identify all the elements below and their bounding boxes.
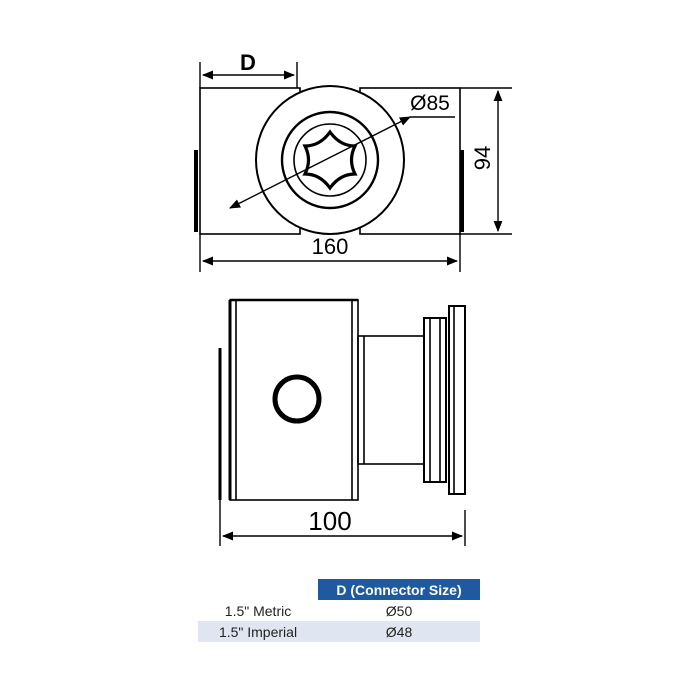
- dim-width: [199, 234, 461, 272]
- dim-depth: [219, 500, 466, 546]
- table-header-row: D (Connector Size): [198, 579, 480, 600]
- table-row: 1.5" Metric Ø50: [198, 600, 480, 621]
- side-port-ring: [272, 374, 322, 424]
- row-label-imperial: 1.5" Imperial: [198, 621, 318, 642]
- table-row: 1.5" Imperial Ø48: [198, 621, 480, 642]
- dim-d-label: D: [240, 50, 256, 75]
- dim-diameter: [229, 116, 455, 209]
- table-header-connector-size: D (Connector Size): [318, 579, 480, 600]
- side-neck: [357, 335, 425, 465]
- dim-height: [460, 87, 512, 235]
- row-value-imperial: Ø48: [318, 621, 480, 642]
- row-label-metric: 1.5" Metric: [198, 600, 318, 621]
- technical-drawing: D Ø85 94 160: [194, 50, 512, 546]
- side-collar: [423, 317, 447, 483]
- connector-size-table: D (Connector Size) 1.5" Metric Ø50 1.5" …: [198, 579, 480, 642]
- dim-height-label: 94: [470, 146, 495, 170]
- table-header-blank: [198, 579, 318, 600]
- dim-diameter-label: Ø85: [410, 92, 450, 115]
- dim-depth-label: 100: [308, 506, 351, 536]
- side-end-flange: [448, 305, 466, 495]
- row-value-metric: Ø50: [318, 600, 480, 621]
- dim-d: [199, 62, 298, 88]
- side-view: [218, 298, 466, 501]
- side-body: [229, 299, 359, 501]
- dim-width-label: 160: [312, 234, 349, 259]
- outer-flange-circle: [255, 85, 405, 235]
